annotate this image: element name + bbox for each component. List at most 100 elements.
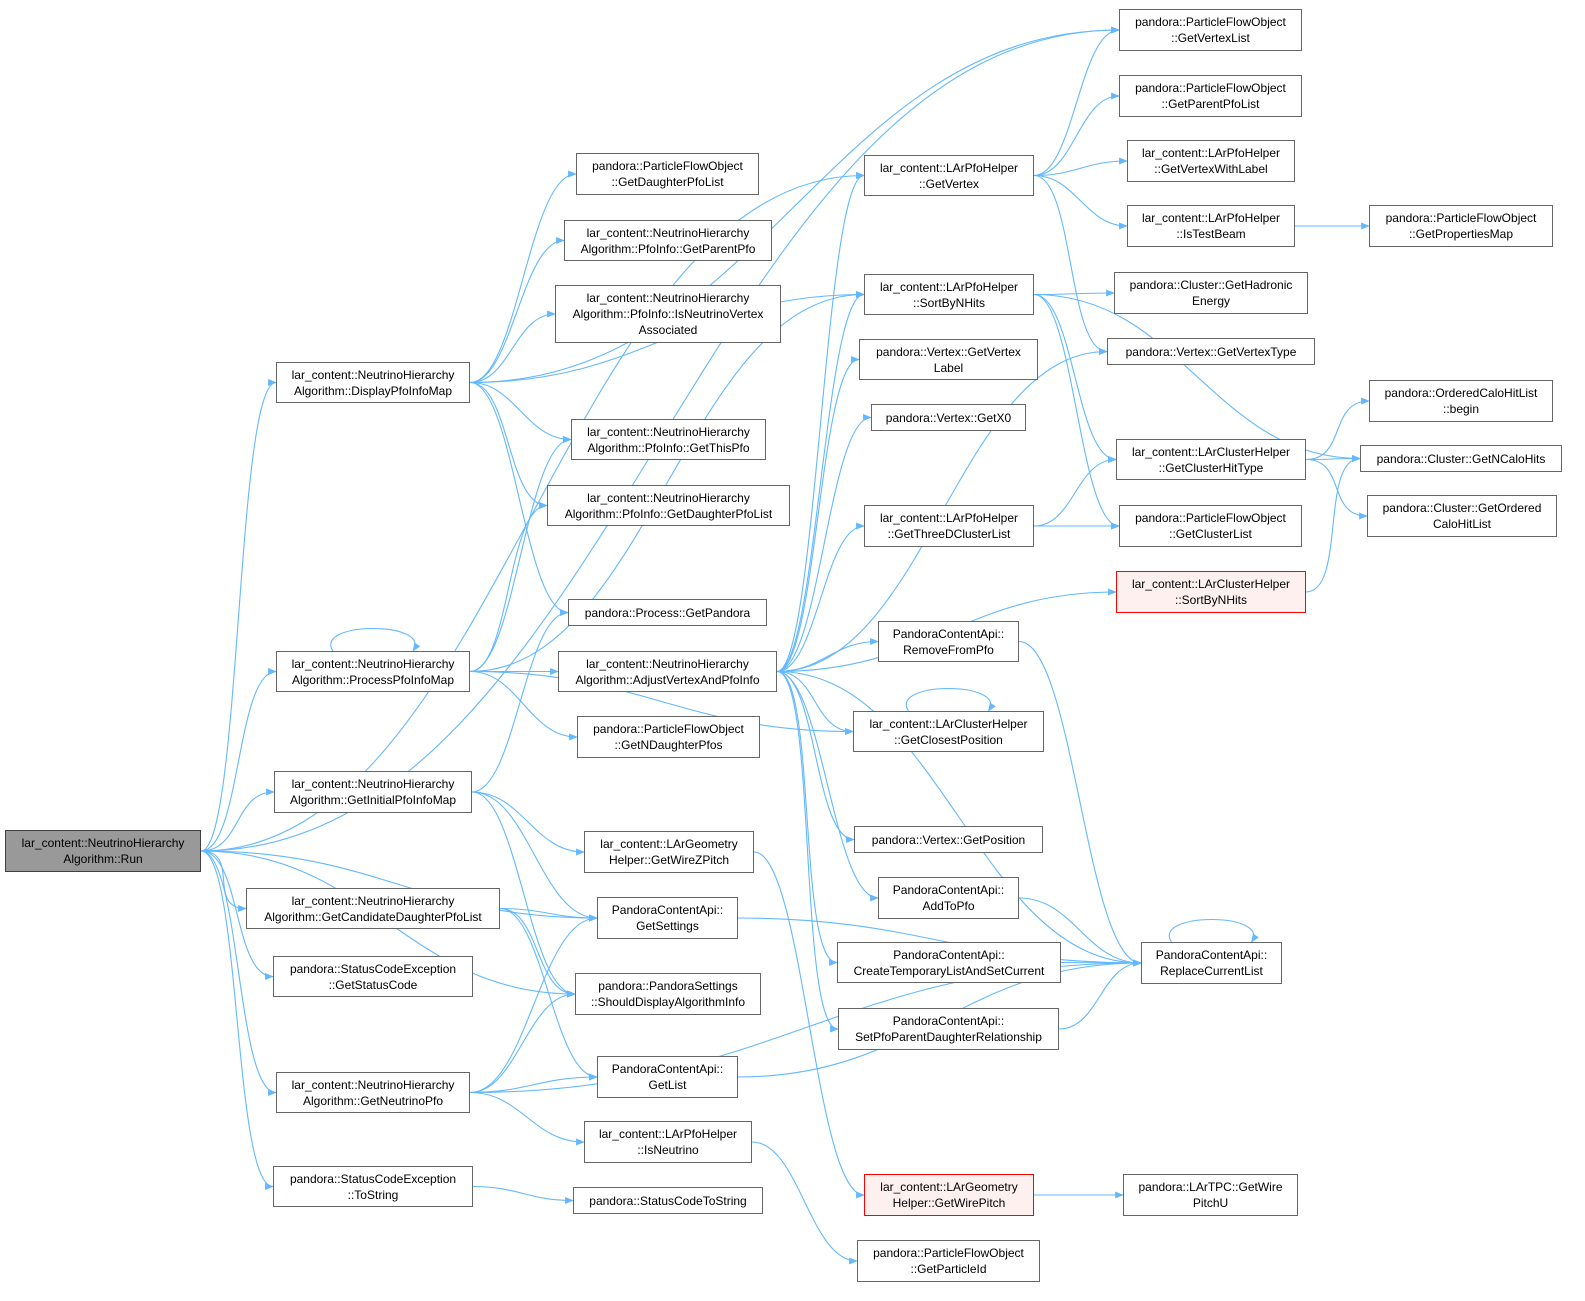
edge-adjust-to-pfoSortByNHits xyxy=(776,291,865,673)
node-shouldDisplay[interactable]: pandora::PandoraSettings ::ShouldDisplay… xyxy=(575,973,761,1015)
node-getParentPfoList[interactable]: pandora::ParticleFlowObject ::GetParentP… xyxy=(1119,75,1302,117)
edge-getSettings-to-replaceList xyxy=(737,917,1142,967)
edge-pfoGetVertex-to-vtxType xyxy=(1033,174,1108,355)
node-displayMap[interactable]: lar_content::NeutrinoHierarchy Algorithm… xyxy=(276,362,470,403)
node-statusToString[interactable]: pandora::StatusCodeToString xyxy=(573,1187,763,1214)
node-threeD[interactable]: lar_content::LArPfoHelper ::GetThreeDClu… xyxy=(864,505,1034,547)
edge-run-to-initialMap xyxy=(200,788,275,852)
node-hadronic[interactable]: pandora::Cluster::GetHadronic Energy xyxy=(1114,272,1308,314)
node-createTemp[interactable]: PandoraContentApi:: CreateTemporaryListA… xyxy=(837,942,1061,983)
node-candidates[interactable]: lar_content::NeutrinoHierarchy Algorithm… xyxy=(246,888,500,929)
node-getNDaughters[interactable]: pandora::ParticleFlowObject ::GetNDaught… xyxy=(577,716,760,758)
node-getDaughterPfoList[interactable]: pandora::ParticleFlowObject ::GetDaughte… xyxy=(576,153,759,195)
node-closestPos[interactable]: lar_content::LArClusterHelper ::GetClose… xyxy=(853,711,1044,752)
node-pfoSortByNHits[interactable]: lar_content::LArPfoHelper ::SortByNHits xyxy=(864,274,1034,315)
node-isNeutrino[interactable]: lar_content::LArPfoHelper ::IsNeutrino xyxy=(584,1121,752,1163)
edge-adjust-to-vtxX0 xyxy=(776,414,872,673)
node-addToPfo[interactable]: PandoraContentApi:: AddToPfo xyxy=(878,877,1019,919)
node-getVertexList[interactable]: pandora::ParticleFlowObject ::GetVertexL… xyxy=(1119,9,1302,51)
node-toString[interactable]: pandora::StatusCodeException ::ToString xyxy=(273,1166,473,1207)
edge-candidates-to-shouldDisplay xyxy=(499,907,576,998)
node-nCaloHits[interactable]: pandora::Cluster::GetNCaloHits xyxy=(1360,445,1562,472)
edge-initialMap-to-wireZPitch xyxy=(471,791,585,856)
edge-displayMap-to-getPandora xyxy=(469,381,569,616)
edge-processMap-to-pfoSortByNHits xyxy=(469,290,865,673)
node-initialMap[interactable]: lar_content::NeutrinoHierarchy Algorithm… xyxy=(274,771,472,813)
node-vtxType[interactable]: pandora::Vertex::GetVertexType xyxy=(1107,338,1315,365)
edge-isNeutrino-to-particleId xyxy=(751,1141,858,1265)
node-removeFromPfo[interactable]: PandoraContentApi:: RemoveFromPfo xyxy=(878,621,1019,662)
edge-closestPos-to-closestPos xyxy=(905,687,996,712)
edge-pfoGetVertex-to-isTestBeam xyxy=(1033,174,1128,230)
edge-candidates-to-getList xyxy=(499,907,598,1081)
edge-adjust-to-pfoGetVertex xyxy=(776,172,865,673)
node-wirePitch[interactable]: lar_content::LArGeometry Helper::GetWire… xyxy=(864,1174,1034,1216)
node-statusCode[interactable]: pandora::StatusCodeException ::GetStatus… xyxy=(273,956,473,997)
edge-wireZPitch-to-wirePitch xyxy=(753,851,865,1199)
edge-processMap-to-infoDaughters xyxy=(469,502,548,673)
edge-clusterHitType-to-orderedCalo xyxy=(1305,458,1368,520)
edge-run-to-getSettings xyxy=(200,850,598,922)
node-getPandora[interactable]: pandora::Process::GetPandora xyxy=(568,599,767,626)
edge-replaceList-to-replaceList xyxy=(1168,918,1259,943)
edge-adjust-to-replaceList xyxy=(776,670,1142,967)
edge-clusterHitType-to-nCaloHits xyxy=(1305,454,1361,463)
node-orderedCalo[interactable]: pandora::Cluster::GetOrdered CaloHitList xyxy=(1367,495,1557,537)
edge-adjust-to-vtxPos xyxy=(776,670,855,843)
edge-neutrinoPfo-to-shouldDisplay xyxy=(469,990,576,1094)
node-orderedBegin[interactable]: pandora::OrderedCaloHitList ::begin xyxy=(1369,380,1553,422)
edge-run-to-candidates xyxy=(200,850,247,913)
edge-pfoSortByNHits-to-getClusterList xyxy=(1033,293,1120,530)
node-getClusterList[interactable]: pandora::ParticleFlowObject ::GetCluster… xyxy=(1119,505,1302,547)
node-getThisPfo[interactable]: lar_content::NeutrinoHierarchy Algorithm… xyxy=(571,419,766,460)
node-vtxWithLabel[interactable]: lar_content::LArPfoHelper ::GetVertexWit… xyxy=(1127,140,1295,182)
edge-displayMap-to-getThisPfo xyxy=(469,381,572,444)
node-wirePitchU[interactable]: pandora::LArTPC::GetWire PitchU xyxy=(1123,1174,1298,1216)
node-getSettings[interactable]: PandoraContentApi:: GetSettings xyxy=(597,897,738,939)
edge-run-to-toString xyxy=(200,850,274,1190)
edge-run-to-displayMap xyxy=(200,379,277,852)
node-processMap[interactable]: lar_content::NeutrinoHierarchy Algorithm… xyxy=(276,651,470,692)
edge-removeFromPfo-to-replaceList xyxy=(1018,640,1142,967)
edge-run-to-neutrinoPfo xyxy=(200,850,277,1096)
node-clusterSort[interactable]: lar_content::LArClusterHelper ::SortByNH… xyxy=(1116,571,1306,613)
node-vtxPos[interactable]: pandora::Vertex::GetPosition xyxy=(854,826,1043,853)
node-getParentPfo[interactable]: lar_content::NeutrinoHierarchy Algorithm… xyxy=(564,220,772,261)
edge-displayMap-to-isNuVtx xyxy=(469,310,556,384)
edge-clusterHitType-to-orderedBegin xyxy=(1305,397,1370,461)
edge-run-to-processMap xyxy=(200,668,277,852)
node-isNuVtx[interactable]: lar_content::NeutrinoHierarchy Algorithm… xyxy=(555,285,781,343)
node-neutrinoPfo[interactable]: lar_content::NeutrinoHierarchy Algorithm… xyxy=(276,1072,470,1113)
node-vtxX0[interactable]: pandora::Vertex::GetX0 xyxy=(871,404,1026,431)
node-clusterHitType[interactable]: lar_content::LArClusterHelper ::GetClust… xyxy=(1116,439,1306,480)
node-adjust[interactable]: lar_content::NeutrinoHierarchy Algorithm… xyxy=(558,651,777,692)
node-replaceList[interactable]: PandoraContentApi:: ReplaceCurrentList xyxy=(1141,942,1282,984)
node-pfoGetVertex[interactable]: lar_content::LArPfoHelper ::GetVertex xyxy=(864,155,1034,196)
edge-clusterSort-to-nCaloHits xyxy=(1305,455,1361,593)
edge-run-to-statusCode xyxy=(200,850,274,980)
edge-pfoGetVertex-to-getParentPfoList xyxy=(1033,92,1120,177)
edge-displayMap-to-infoDaughters xyxy=(469,381,548,509)
edge-neutrinoPfo-to-isNeutrino xyxy=(469,1091,585,1146)
edge-displayMap-to-getParentPfo xyxy=(469,237,565,384)
node-getList[interactable]: PandoraContentApi:: GetList xyxy=(597,1056,738,1098)
edge-setParentDaughter-to-replaceList xyxy=(1058,959,1142,1030)
edge-displayMap-to-getVertexList xyxy=(469,26,1120,384)
node-propertiesMap[interactable]: pandora::ParticleFlowObject ::GetPropert… xyxy=(1369,205,1553,247)
node-setParentDaughter[interactable]: PandoraContentApi:: SetPfoParentDaughter… xyxy=(838,1008,1059,1050)
node-isTestBeam[interactable]: lar_content::LArPfoHelper ::IsTestBeam xyxy=(1127,205,1295,247)
edge-adjust-to-threeD xyxy=(776,522,865,673)
edge-pfoSortByNHits-to-clusterHitType xyxy=(1033,293,1117,463)
node-wireZPitch[interactable]: lar_content::LArGeometry Helper::GetWire… xyxy=(584,831,754,873)
edge-processMap-to-getNDaughters xyxy=(469,670,578,741)
edge-initialMap-to-getSettings xyxy=(471,791,598,922)
edge-processMap-to-processMap xyxy=(330,627,421,652)
node-particleId[interactable]: pandora::ParticleFlowObject ::GetParticl… xyxy=(857,1240,1040,1282)
edge-pfoSortByNHits-to-hadronic xyxy=(1033,289,1115,297)
edge-displayMap-to-getDaughterPfoList xyxy=(469,170,577,384)
edge-addToPfo-to-replaceList xyxy=(1018,897,1142,967)
edge-toString-to-statusToString xyxy=(472,1185,574,1205)
node-infoDaughters[interactable]: lar_content::NeutrinoHierarchy Algorithm… xyxy=(547,485,790,526)
node-vtxLabel[interactable]: pandora::Vertex::GetVertex Label xyxy=(859,339,1038,380)
